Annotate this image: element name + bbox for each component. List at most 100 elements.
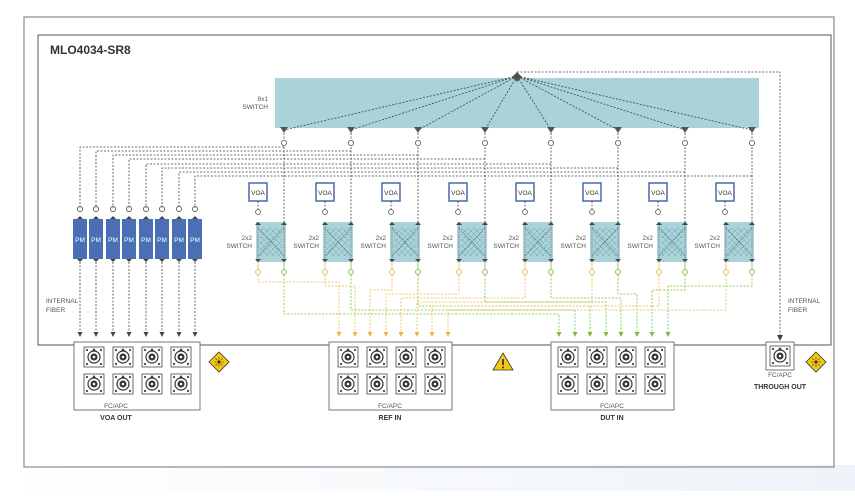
dut-in-panel-connector-2 bbox=[586, 346, 608, 368]
dut-in-panel-connector-4-screw-1 bbox=[646, 348, 650, 352]
voa-out-panel-connector-2-ferrule bbox=[121, 355, 125, 359]
pm-6-label: PM bbox=[157, 237, 167, 244]
switch-2x2-8-hatch bbox=[728, 228, 750, 256]
ref-in-panel-connector-8-screw-4 bbox=[440, 389, 444, 393]
voa-out-panel-connector-4-screw-4 bbox=[186, 362, 190, 366]
dut-in-panel-connector-3-screw-4 bbox=[631, 362, 635, 366]
channel-1-dut-fiber bbox=[283, 275, 560, 334]
switch-2x2-6-top-port-2 bbox=[615, 222, 621, 225]
channel-group: VOA2x2SWITCHVOA2x2SWITCHVOA2x2SWITCHVOA2… bbox=[226, 127, 756, 262]
voa-out-panel-connector-6-screw-1 bbox=[114, 375, 118, 379]
channel-1-ref-fiber bbox=[257, 275, 340, 334]
channel-7-dut-marker bbox=[682, 269, 688, 275]
pm-4-output-arrow bbox=[126, 332, 132, 337]
voa-out-panel-connector-6-screw-3 bbox=[114, 389, 118, 393]
voa-out-panel-connector-3-key bbox=[150, 348, 154, 351]
pm-2-top-port bbox=[93, 216, 99, 219]
voa-8-label: VOA bbox=[718, 190, 732, 197]
voa-out-panel-connector-5-screw-2 bbox=[99, 375, 103, 379]
voa-out-panel-connector-7-key bbox=[150, 375, 154, 378]
voa-out-panel-connector-8-ferrule bbox=[179, 382, 183, 386]
switch-2x2-4-label-line2: SWITCH bbox=[427, 243, 453, 250]
channel-4-dut-marker bbox=[482, 269, 488, 275]
switch-2x2-7-bottom-port-1 bbox=[656, 259, 662, 262]
through-out-panel-connector-1-key bbox=[778, 347, 782, 350]
pm-1-bottom-port bbox=[77, 259, 83, 262]
pm-3-top-port bbox=[110, 216, 116, 219]
switch-2x2-7-label-line1: 2x2 bbox=[643, 235, 654, 242]
ref-in-panel-connector-5-ferrule bbox=[346, 382, 350, 386]
ref-in-panel-connector-5-screw-1 bbox=[339, 375, 343, 379]
switch-2x2-6-top-port-1 bbox=[589, 222, 595, 225]
dut-in-panel-connector-6-ferrule bbox=[595, 382, 599, 386]
switch-2x2-2-bottom-port-2 bbox=[348, 259, 354, 262]
channel-5-ref-marker bbox=[522, 269, 528, 275]
voa-out-panel-connector-8-screw-1 bbox=[172, 375, 176, 379]
voa-out-panel-connector-3-screw-2 bbox=[157, 348, 161, 352]
ref-in-panel-connector-2-screw-1 bbox=[368, 348, 372, 352]
voa-out-panel-connector-6-key bbox=[121, 375, 125, 378]
voa-out-panel-connector-7-ferrule bbox=[150, 382, 154, 386]
voa-out-panel-connector-5-screw-1 bbox=[85, 375, 89, 379]
switch-2x2-2-top-port-2 bbox=[348, 222, 354, 225]
ref-in-panel-connector-4 bbox=[424, 346, 446, 368]
dut-in-panel-connector-3-key bbox=[624, 348, 628, 351]
dut-in-panel-connector-8-ferrule bbox=[653, 382, 657, 386]
dut-in-panel-connector-4-key bbox=[653, 348, 657, 351]
ref-in-panel-connector-5-screw-3 bbox=[339, 389, 343, 393]
dut-in-panel-connector-2-screw-3 bbox=[588, 362, 592, 366]
ref-in-panel-connector-8-key bbox=[433, 375, 437, 378]
channel-5-dut-fiber bbox=[550, 275, 622, 334]
through-out-panel-connector-1-ferrule bbox=[778, 354, 782, 358]
dut-in-panel-connector-6-key bbox=[595, 375, 599, 378]
switch-2x2-7-bottom-port-2 bbox=[682, 259, 688, 262]
switch-2x2-8-label-line2: SWITCH bbox=[694, 243, 720, 250]
dut-in-panel-connector-3-screw-3 bbox=[617, 362, 621, 366]
ref-in-panel-connector-1-screw-3 bbox=[339, 362, 343, 366]
internal-fiber-right-line1: INTERNAL bbox=[788, 298, 821, 305]
switch-2x2-8-bottom-port-1 bbox=[723, 259, 729, 262]
channel-1-dut-marker bbox=[281, 269, 287, 275]
voa-out-panel-connector-4-key bbox=[179, 348, 183, 351]
connector-panels bbox=[73, 341, 795, 411]
dut-in-panel-connector-2-screw-1 bbox=[588, 348, 592, 352]
channel-5-ref-fiber bbox=[400, 275, 526, 334]
pm-8-top-port bbox=[192, 216, 198, 219]
switch-2x2-5-top-port-1 bbox=[522, 222, 528, 225]
pm-6-bottom-port bbox=[159, 259, 165, 262]
channel-4-ref-fiber bbox=[385, 275, 460, 334]
switch-2x2-3-label-line1: 2x2 bbox=[376, 235, 387, 242]
voa-out-panel-connector-5-ferrule bbox=[92, 382, 96, 386]
switch-2x2-2-label-line2: SWITCH bbox=[293, 243, 319, 250]
switch-2x2-3-bottom-port-1 bbox=[389, 259, 395, 262]
pm-4-block bbox=[122, 219, 136, 259]
pm-2-bottom-port bbox=[93, 259, 99, 262]
channel-8-ref-arrow bbox=[445, 332, 451, 337]
dut-in-panel-connector-2-key bbox=[595, 348, 599, 351]
pm-8-port-marker bbox=[191, 205, 198, 212]
dut-in-panel-connector-6-screw-4 bbox=[602, 389, 606, 393]
dut-in-connector-type: FC/APC bbox=[600, 403, 624, 410]
switch-2x2-4-hatch bbox=[461, 228, 483, 256]
channel-3-ref-fiber bbox=[369, 275, 393, 334]
ref-in-panel-connector-4-key bbox=[433, 348, 437, 351]
channel-3-dut-marker bbox=[415, 269, 421, 275]
pm-8-output-arrow bbox=[192, 332, 198, 337]
ref-in-panel-connector-8-screw-2 bbox=[440, 375, 444, 379]
dut-in-panel-connector-2-ferrule bbox=[595, 355, 599, 359]
switch-8x1-label-line2: SWITCH bbox=[242, 104, 268, 111]
voa-out-connector-type: FC/APC bbox=[104, 403, 128, 410]
switch-2x2-7-hatch bbox=[661, 228, 683, 256]
switch-2x2-5-paths bbox=[524, 224, 552, 260]
voa-out-panel-connector-5-screw-3 bbox=[85, 389, 89, 393]
switch-8x1-fan-line-6 bbox=[516, 75, 619, 131]
voa-out-panel-connector-1-key bbox=[92, 348, 96, 351]
voa-5-port-marker bbox=[522, 209, 528, 215]
ref-in-panel-connector-4-screw-4 bbox=[440, 362, 444, 366]
switch-2x2-2-paths bbox=[324, 224, 352, 260]
ref-in-panel-connector-8-screw-1 bbox=[426, 375, 430, 379]
voa-out-panel-connector-5 bbox=[83, 373, 105, 395]
through-out-panel-connector-1-screw-3 bbox=[771, 361, 775, 365]
voa-out-panel-connector-6-ferrule bbox=[121, 382, 125, 386]
